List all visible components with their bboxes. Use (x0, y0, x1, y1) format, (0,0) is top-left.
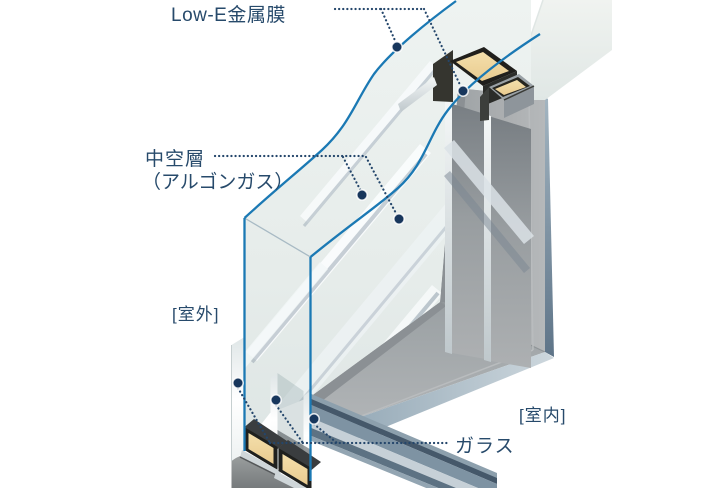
spacer-bar (282, 454, 308, 485)
dot-low-e-2 (457, 85, 469, 97)
edge-columns (444, 101, 534, 368)
dot-low-e-1 (391, 41, 403, 53)
low-e-curve-outdoor (243, 0, 457, 219)
label-glass: ガラス (455, 436, 515, 457)
dot-glass-2 (270, 394, 282, 406)
glass-field (231, 0, 531, 462)
dot-glass-1 (232, 377, 244, 389)
label-air-gap-2: （アルゴンガス） (142, 172, 294, 193)
frame-right-bevel (545, 97, 554, 357)
spacer-top-middle (480, 74, 535, 121)
rail-corner-bands (309, 393, 497, 488)
pane-top-edge (398, 77, 437, 112)
low-e-curve-middle (309, 33, 541, 258)
label-indoor: [室内] (519, 406, 567, 425)
cut-step-line (244, 217, 311, 258)
dot-gap-2 (393, 213, 405, 225)
spacer-bar (456, 52, 509, 81)
label-outdoor: [室外] (172, 305, 220, 324)
spacer-bar (248, 433, 274, 464)
label-air-gap-1: 中空層 (145, 149, 206, 170)
leader-dots (232, 41, 469, 425)
dot-glass-3 (308, 413, 320, 425)
indoor-pane-top (526, 0, 612, 100)
dot-gap-1 (356, 189, 368, 201)
spacer-bottom-middle (274, 440, 321, 488)
leader-lines (213, 7, 464, 445)
label-low-e-film: Low-E金属膜 (171, 5, 286, 26)
spacer-bar (495, 80, 526, 95)
